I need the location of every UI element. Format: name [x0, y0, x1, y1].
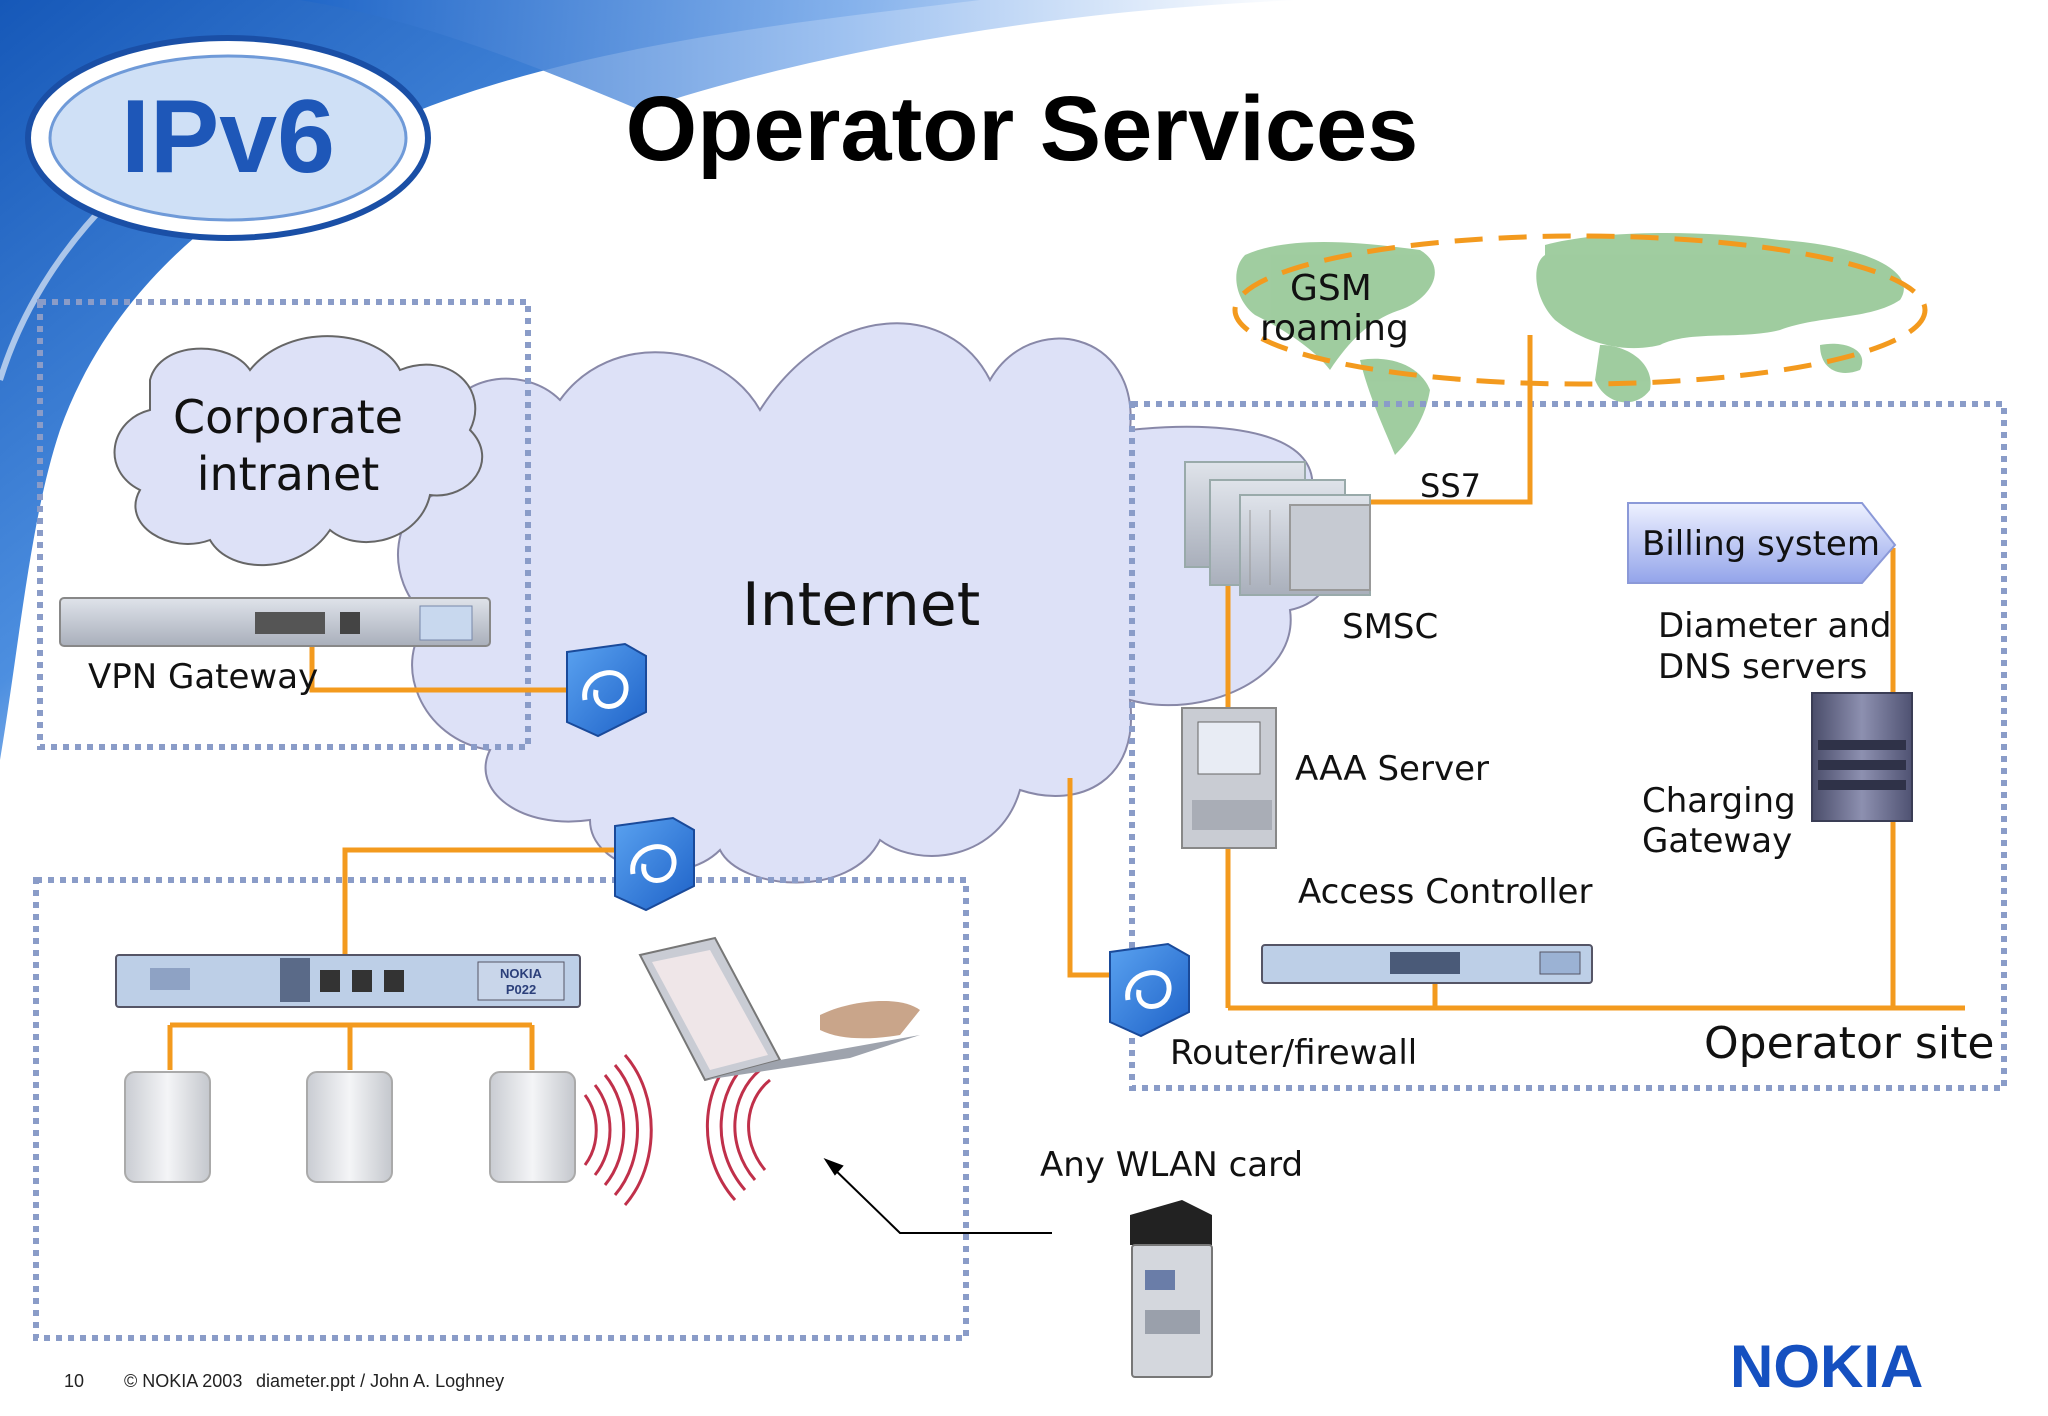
diameter-dns-label-2: DNS servers: [1658, 647, 1867, 687]
ipv6-logo: IPv6: [25, 35, 431, 241]
billing-system-label: Billing system: [1642, 524, 1880, 564]
router-model-label: P022: [506, 982, 536, 997]
workstation-icon: [1181, 707, 1277, 849]
file-author-text: diameter.ppt / John A. Loghney: [256, 1371, 504, 1391]
server-rack-icon: [1184, 461, 1371, 596]
world-map-icon: [1236, 233, 1904, 455]
router-firewall-icon: [566, 642, 647, 738]
ss7-label: SS7: [1420, 467, 1481, 505]
access-point-icon: [306, 1071, 393, 1183]
wlan-router-device: NOKIA P022: [115, 954, 581, 1008]
copyright-text: © NOKIA 2003: [124, 1371, 242, 1391]
wlan-access-zone: [33, 877, 969, 1341]
router-firewall-icon: [614, 816, 695, 912]
vpn-gateway-label: VPN Gateway: [88, 657, 318, 697]
nokia-logo: NOKIA: [1730, 1333, 1923, 1400]
wlan-card-icon: [1130, 1200, 1213, 1378]
diameter-dns-label: Diameter and: [1658, 606, 1892, 646]
gsm-roaming-label: GSM: [1290, 268, 1372, 309]
gsm-roaming-boundary: [1232, 233, 1928, 387]
internet-cloud: [397, 322, 1336, 884]
billing-system-arrow: [1627, 502, 1897, 584]
corporate-intranet-label-2: intranet: [197, 447, 380, 501]
router-firewall-label: Router/firewall: [1170, 1033, 1417, 1073]
laptop-icon: [638, 936, 920, 1082]
access-point-icon: [124, 1071, 211, 1183]
access-controller-device: [1261, 944, 1593, 984]
aaa-server-label: AAA Server: [1295, 749, 1489, 789]
vpn-gateway-device: [59, 597, 491, 647]
corporate-intranet-label: Corporate: [173, 390, 403, 444]
corporate-zone: [37, 299, 531, 750]
wlan-card-pointer: [829, 1164, 1052, 1234]
gsm-roaming-label-2: roaming: [1260, 308, 1409, 349]
operator-site-zone: [1129, 401, 2007, 1091]
router-brand-label: NOKIA: [500, 966, 543, 981]
any-wlan-card-label: Any WLAN card: [1040, 1145, 1303, 1185]
charging-gateway-label-2: Gateway: [1642, 821, 1792, 861]
page-number: 10: [64, 1371, 84, 1391]
charging-gateway-label: Charging: [1642, 781, 1796, 821]
ipv6-logo-text: IPv6: [121, 79, 335, 195]
internet-label: Internet: [742, 570, 980, 640]
pointer-arrowhead: [823, 1158, 844, 1176]
operator-site-label: Operator site: [1704, 1018, 1994, 1069]
smsc-label: SMSC: [1342, 607, 1438, 647]
access-controller-label: Access Controller: [1298, 872, 1592, 912]
tower-server-icon: [1811, 692, 1913, 822]
network-links: [167, 335, 1965, 1070]
access-point-icon: [489, 1071, 576, 1183]
corporate-intranet-cloud: [113, 335, 484, 567]
slide-title: Operator Services: [626, 78, 1419, 180]
router-firewall-icon: [1109, 942, 1190, 1038]
